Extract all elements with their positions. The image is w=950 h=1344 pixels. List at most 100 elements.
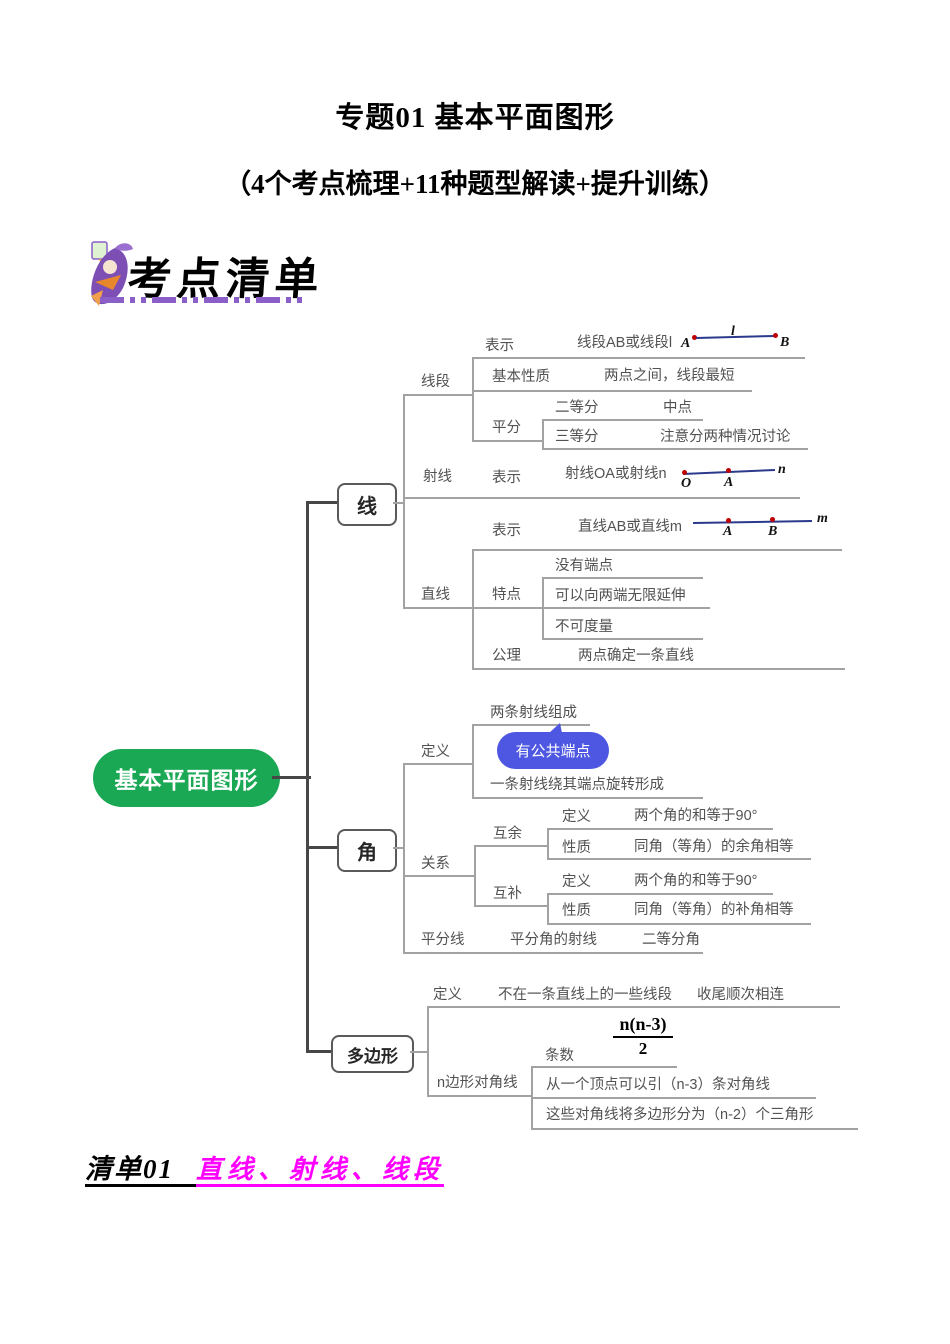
row-line [542,419,703,421]
diagonal-count-formula: n(n-3) 2 [613,1014,673,1059]
node-value: 可以向两端无限延伸 [555,588,686,604]
node-value: 平分角的射线 [510,932,597,948]
row-line [472,724,590,726]
branch-node-angle: 角 [337,829,397,872]
bracket [472,357,474,441]
row-line [403,875,475,877]
node-label: 性质 [562,903,591,919]
callout-bubble: 有公共端点 [497,723,609,769]
point-label: A [723,524,733,539]
node-label: 平分线 [421,932,465,948]
node-label: 表示 [492,523,521,539]
bracket [547,828,549,859]
row-line [403,497,800,499]
node-value: 两条射线组成 [490,705,577,721]
callout-text: 有公共端点 [515,743,591,760]
node-value: 同角（等角）的余角相等 [634,839,794,855]
node-label: 互余 [493,826,522,842]
page-subtitle: （4个考点梳理+11种题型解读+提升训练） [224,169,726,199]
row-line [427,1095,532,1097]
endpoint-dot [770,517,775,522]
node-value: 两点之间，线段最短 [604,368,735,384]
node-label: 公理 [492,648,521,664]
trunk-line [306,501,309,1053]
row-line [472,668,845,670]
fraction-numerator: n(n-3) [613,1014,673,1038]
spine [403,394,405,608]
row-line [547,828,773,830]
row-line [542,577,703,579]
row-line [531,1097,816,1099]
node-label: n边形对角线 [437,1075,518,1091]
endpoint-dot [773,333,778,338]
row-line [542,448,808,450]
row-line [472,440,543,442]
row-line [403,607,473,609]
point-label: A [724,475,734,490]
row-line [531,1128,858,1130]
connector [410,1051,428,1053]
ray-name: n [778,462,786,477]
node-value: 没有端点 [555,558,613,574]
point-label: B [768,524,778,539]
branch-stub [309,1050,332,1053]
row-line [472,390,752,392]
row-line [472,797,703,799]
row-line [542,607,710,609]
node-label: 表示 [485,338,514,354]
node-label: 定义 [421,744,450,760]
bracket [472,724,474,798]
node-value: 射线OA或射线n [565,466,667,482]
row-line [547,923,811,925]
branch-node-polygon: 多边形 [331,1035,414,1073]
node-label: 表示 [492,470,521,486]
mindmap-root-node: 基本平面图形 [93,749,280,807]
footer-label: 清单01 [85,1154,196,1187]
segment-line [695,334,776,340]
row-line [472,549,842,551]
bracket [547,893,549,924]
line-name: m [817,511,828,526]
node-label: 互补 [493,886,522,902]
fraction-denominator: 2 [638,1039,648,1058]
connector [393,847,404,849]
row-line [474,905,548,907]
branch-node-line: 线 [337,483,397,526]
endpoint-dot [682,470,687,475]
spine [427,1006,429,1096]
node-label: 定义 [562,809,591,825]
branch-stub [309,846,338,849]
banner-underline [100,297,308,303]
node-value: 收尾顺次相连 [697,987,784,1003]
row-line [427,1006,840,1008]
trunk-connector [272,776,311,779]
node-label: 直线 [421,587,450,603]
node-value: 两点确定一条直线 [578,648,694,664]
point-label: B [780,335,790,350]
node-label: 三等分 [555,429,599,445]
bracket [542,419,544,449]
spine [403,763,405,953]
node-value: 二等分角 [642,932,700,948]
mascot-icon [91,241,133,306]
node-value: 两个角的和等于90° [634,808,758,824]
node-label: 平分 [492,420,521,436]
row-line [403,394,473,396]
node-label: 条数 [545,1048,574,1064]
row-line [542,638,703,640]
connector [393,502,404,504]
callout-tail [549,723,562,733]
node-label: 二等分 [555,400,599,416]
node-label: 定义 [562,874,591,890]
node-label: 特点 [492,587,521,603]
footer-value: 直线、射线、线段 [196,1155,445,1187]
branch-stub [309,501,338,504]
line-line [692,519,813,525]
node-value: 注意分两种情况讨论 [660,429,791,445]
bracket [474,845,476,906]
node-value: 这些对角线将多边形分为（n-2）个三角形 [546,1107,814,1123]
node-label: 性质 [562,840,591,856]
node-label: 定义 [433,987,462,1003]
